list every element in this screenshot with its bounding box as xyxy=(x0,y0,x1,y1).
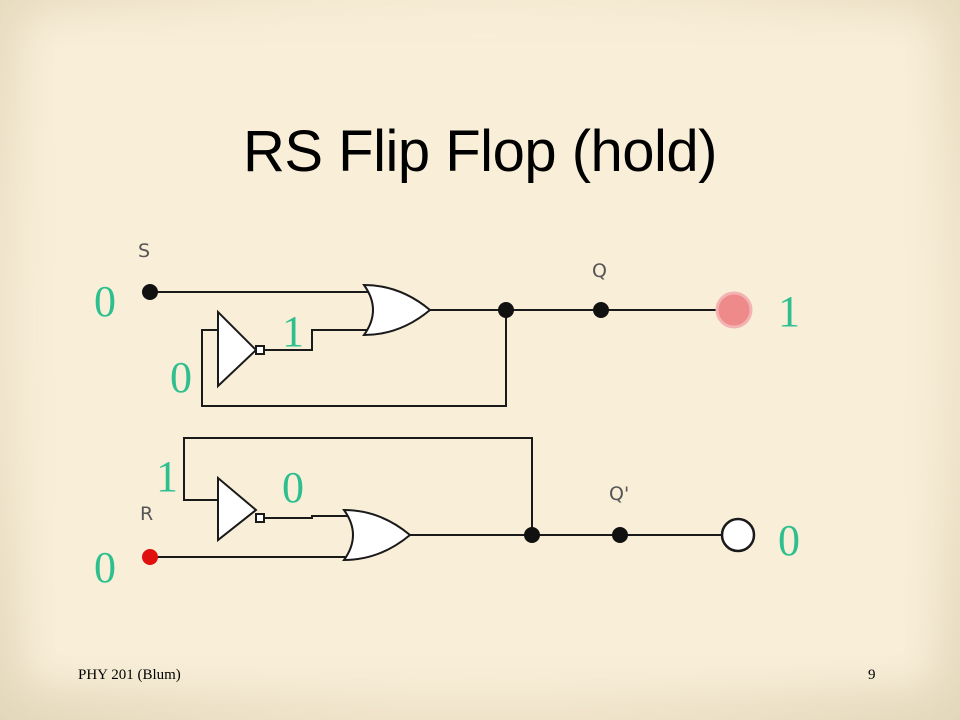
not-gate-icon xyxy=(217,309,258,389)
q-probe-dot xyxy=(593,302,609,318)
state-s-input: 0 xyxy=(94,277,116,326)
wire-qnot-feedback xyxy=(183,437,533,535)
state-top-inverter-out: 1 xyxy=(282,307,304,356)
pin-label-r: R xyxy=(140,503,154,525)
qnot-probe-dot xyxy=(612,527,628,543)
not-gate-bubble-icon xyxy=(255,345,265,355)
footer-course: PHY 201 (Blum) xyxy=(78,667,181,683)
wire-top-inverter-out xyxy=(264,329,372,351)
not-gate-icon xyxy=(217,475,258,543)
state-q-not-output: 0 xyxy=(778,516,800,565)
pin-label-s: S xyxy=(138,240,151,262)
pin-label-q: Q xyxy=(592,260,607,282)
state-bottom-inverter-in: 1 xyxy=(156,452,178,501)
state-bottom-inverter-out: 0 xyxy=(282,463,304,512)
s-input-terminal xyxy=(142,284,158,300)
state-q-output: 1 xyxy=(778,287,800,336)
output-lamp-icon xyxy=(715,291,753,329)
qnot-junction-dot xyxy=(524,527,540,543)
or-gate-icon xyxy=(362,283,432,337)
not-gate-bubble-icon xyxy=(255,513,265,523)
state-top-inverter-in: 0 xyxy=(170,353,192,402)
wire-q-feedback xyxy=(201,310,507,407)
pin-label-q-not: Q' xyxy=(609,483,630,505)
wire-bottom-inverter-out xyxy=(264,515,352,519)
output-lamp-icon xyxy=(720,517,756,553)
slide-panel xyxy=(55,45,905,655)
or-gate-icon xyxy=(342,508,412,562)
page-number: 9 xyxy=(868,667,876,683)
slide-title: RS Flip Flop (hold) xyxy=(243,119,717,184)
state-r-input: 0 xyxy=(94,543,116,592)
q-junction-dot xyxy=(498,302,514,318)
r-input-terminal xyxy=(142,549,158,565)
